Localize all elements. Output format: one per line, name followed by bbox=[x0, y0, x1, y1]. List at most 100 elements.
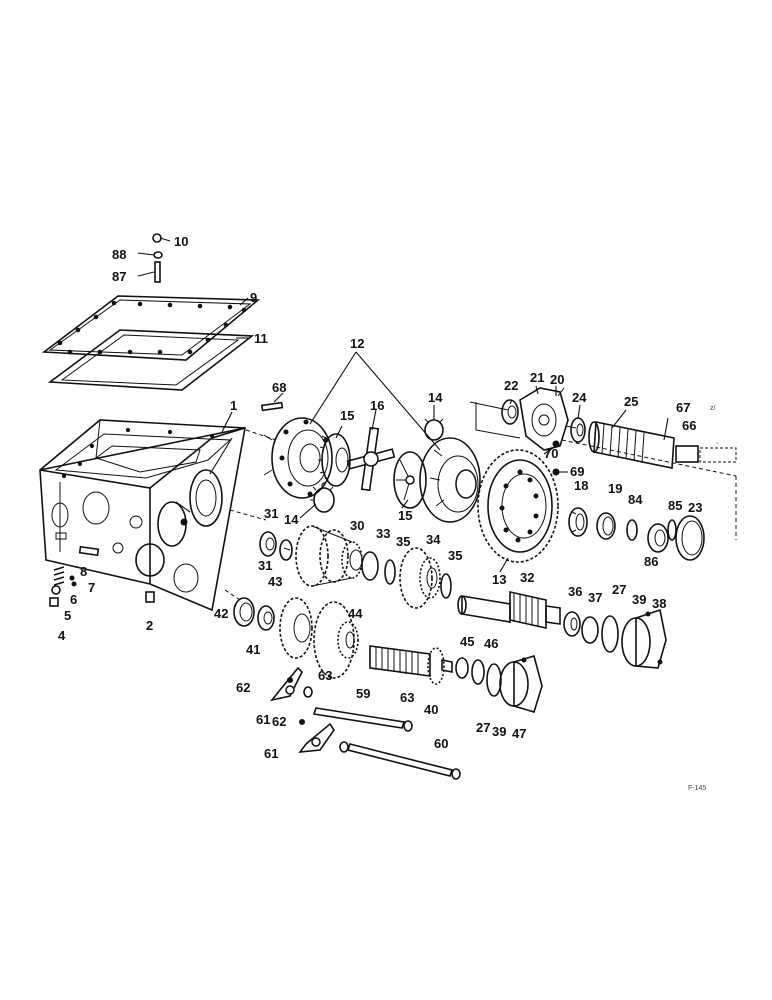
label-44: 44 bbox=[348, 606, 363, 621]
label-62-upper: 62 bbox=[236, 680, 250, 695]
label-69: 69 bbox=[570, 464, 584, 479]
bearing-31 bbox=[259, 531, 293, 561]
cover-plate bbox=[41, 295, 261, 361]
label-86: 86 bbox=[644, 554, 658, 569]
cross-shaft-16 bbox=[346, 426, 396, 492]
label-68: 68 bbox=[272, 380, 286, 395]
side-gear-15-right bbox=[393, 451, 427, 509]
label-21: 21 bbox=[530, 370, 544, 385]
bearing-86 bbox=[647, 523, 669, 553]
cluster-gear-30 bbox=[295, 525, 363, 587]
cover-38 bbox=[621, 608, 667, 669]
label-14-upper: 14 bbox=[428, 390, 443, 405]
input-shaft-40 bbox=[369, 645, 453, 685]
shift-rail-60 bbox=[339, 741, 461, 780]
label-27-lower: 27 bbox=[476, 720, 490, 735]
cover-47 bbox=[499, 654, 543, 713]
gear-44 bbox=[313, 601, 359, 679]
label-22: 22 bbox=[504, 378, 518, 393]
label-41: 41 bbox=[246, 642, 260, 657]
o-ring-85 bbox=[667, 519, 677, 541]
label-37: 37 bbox=[588, 590, 602, 605]
label-27-upper: 27 bbox=[612, 582, 626, 597]
label-46: 46 bbox=[484, 636, 498, 651]
bearing-41 bbox=[257, 605, 275, 631]
pinion-shaft-32 bbox=[457, 591, 561, 629]
label-15-lower: 15 bbox=[398, 508, 412, 523]
label-16: 16 bbox=[370, 398, 384, 413]
label-15-upper: 15 bbox=[340, 408, 354, 423]
gear-34 bbox=[399, 547, 441, 609]
interlock-63 bbox=[303, 686, 413, 732]
side-gear-15-left bbox=[318, 433, 351, 487]
drain-plug bbox=[145, 591, 155, 603]
washer-46 bbox=[471, 659, 485, 685]
cup-19 bbox=[596, 512, 616, 540]
label-23: 23 bbox=[688, 500, 702, 515]
callout-labels: 10 88 87 9 11 12 68 1 15 16 14 22 21 20 … bbox=[58, 234, 706, 792]
snap-ring-84 bbox=[626, 519, 638, 541]
label-85: 85 bbox=[668, 498, 682, 513]
snap-ring-35-right bbox=[440, 573, 452, 599]
differential-case-right bbox=[419, 437, 481, 523]
set-screw-62 bbox=[287, 677, 305, 725]
label-5: 5 bbox=[64, 608, 71, 623]
label-9: 9 bbox=[250, 290, 257, 305]
label-59: 59 bbox=[356, 686, 370, 701]
carrier-21 bbox=[519, 387, 577, 451]
label-84: 84 bbox=[628, 492, 643, 507]
label-39-lower: 39 bbox=[492, 724, 506, 739]
label-30: 30 bbox=[350, 518, 364, 533]
label-67: 67 bbox=[676, 400, 690, 415]
svg-text:z/: z/ bbox=[710, 405, 716, 412]
bearing-36 bbox=[563, 611, 581, 637]
label-33: 33 bbox=[376, 526, 390, 541]
axle-shaft-25: z/ ˆ bbox=[588, 405, 737, 469]
label-63-lower: 63 bbox=[400, 690, 414, 705]
label-63-upper: 63 bbox=[318, 668, 332, 683]
cover-gasket bbox=[47, 329, 255, 391]
label-47: 47 bbox=[512, 726, 526, 741]
label-25: 25 bbox=[624, 394, 638, 409]
label-61-lower: 61 bbox=[264, 746, 278, 761]
ring-gear-13 bbox=[477, 449, 559, 563]
label-35-right: 35 bbox=[448, 548, 462, 563]
label-39-upper: 39 bbox=[632, 592, 646, 607]
label-19: 19 bbox=[608, 481, 622, 496]
label-42: 42 bbox=[214, 606, 228, 621]
label-32: 32 bbox=[520, 570, 534, 585]
label-45: 45 bbox=[460, 634, 474, 649]
label-13: 13 bbox=[492, 572, 506, 587]
seal-24 bbox=[570, 417, 586, 443]
gear-43 bbox=[279, 597, 313, 659]
snap-ring-35-left bbox=[384, 559, 396, 585]
label-40: 40 bbox=[424, 702, 438, 717]
label-35-left: 35 bbox=[396, 534, 410, 549]
washer-33 bbox=[361, 551, 379, 581]
o-ring-27-upper bbox=[601, 615, 619, 653]
drawing-code: F-145 bbox=[688, 785, 706, 792]
label-2: 2 bbox=[146, 618, 153, 633]
label-14-lower: 14 bbox=[284, 512, 299, 527]
shift-fork-61-lower bbox=[298, 722, 335, 753]
shift-fork-61-upper bbox=[269, 666, 303, 702]
pin-68 bbox=[260, 401, 284, 412]
label-87: 87 bbox=[112, 269, 126, 284]
assembly-guides bbox=[224, 401, 737, 601]
label-31-lower: 31 bbox=[258, 558, 272, 573]
label-24: 24 bbox=[572, 390, 587, 405]
bearing-18 bbox=[568, 507, 588, 537]
differential-case-left bbox=[263, 417, 333, 499]
label-34: 34 bbox=[426, 532, 441, 547]
label-60: 60 bbox=[434, 736, 448, 751]
label-12: 12 bbox=[350, 336, 364, 351]
ring-42 bbox=[233, 597, 255, 627]
label-62-lower: 62 bbox=[272, 714, 286, 729]
label-31-upper: 31 bbox=[264, 506, 278, 521]
label-6: 6 bbox=[70, 592, 77, 607]
transmission-housing bbox=[39, 419, 246, 612]
bearing-22 bbox=[501, 399, 519, 425]
label-66: 66 bbox=[682, 418, 696, 433]
label-20: 20 bbox=[550, 372, 564, 387]
